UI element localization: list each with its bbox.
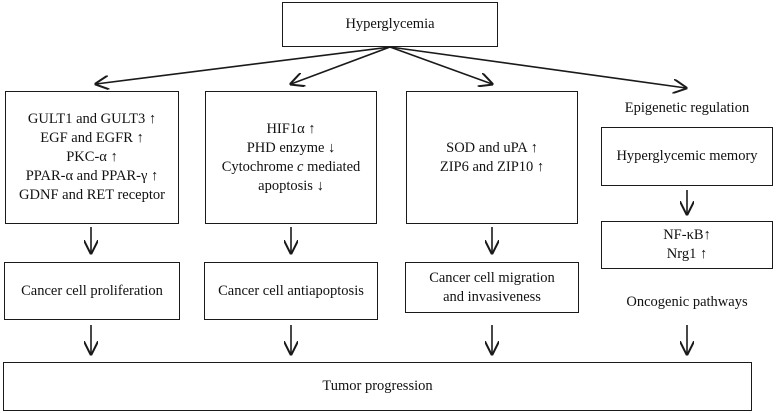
arrow-root-to-col1: [96, 46, 391, 84]
col4-factor: NF-κB↑: [663, 227, 711, 243]
hyperglycemia-label: Hyperglycemia: [345, 16, 435, 32]
col1-factors-box: GULT1 and GULT3 ↑ EGF and EGFR ↑ PKC-α ↑…: [5, 91, 179, 224]
col2-factors-box: HIF1α ↑ PHD enzyme ↓ Cytochrome c mediat…: [205, 91, 377, 224]
col2-factor: HIF1α ↑: [266, 120, 316, 137]
col4-factors-box: NF-κB↑ Nrg1 ↑: [601, 221, 773, 269]
migration-label: and invasiveness: [443, 288, 541, 305]
col1-factor: PKC-α ↑: [66, 149, 118, 165]
migration-label: Cancer cell migration: [429, 269, 555, 286]
oncogenic-pathways-label: Oncogenic pathways: [626, 294, 748, 310]
col3-factor: ZIP6 and ZIP10 ↑: [439, 158, 545, 175]
col1-factor: EGF and EGFR ↑: [40, 130, 144, 146]
col3-factor: SOD and uPA ↑: [446, 139, 538, 156]
tumor-progression-label: Tumor progression: [322, 378, 433, 394]
hyperglycemic-memory-label: Hyperglycemic memory: [616, 148, 758, 164]
arrow-root-to-col4: [389, 46, 686, 88]
col2-factor: PHD enzyme ↓: [246, 139, 336, 156]
proliferation-label: Cancer cell proliferation: [21, 282, 163, 299]
col3-factors-box: SOD and uPA ↑ ZIP6 and ZIP10 ↑: [406, 91, 578, 224]
hyperglycemia-box: Hyperglycemia: [282, 2, 498, 47]
proliferation-box: Cancer cell proliferation: [4, 262, 180, 320]
hyperglycemic-memory-box: Hyperglycemic memory: [601, 127, 773, 186]
migration-box: Cancer cell migration and invasiveness: [405, 262, 579, 313]
arrow-root-to-col2: [291, 46, 391, 84]
col1-factor: PPAR-α and PPAR-γ ↑: [25, 168, 159, 184]
antiapoptosis-box: Cancer cell antiapoptosis: [204, 262, 378, 320]
col1-factor: GDNF and RET receptor: [19, 187, 165, 203]
epigenetic-regulation-label: Epigenetic regulation: [624, 100, 750, 116]
col2-factor: apoptosis ↓: [258, 177, 324, 194]
arrow-root-to-col3: [389, 46, 492, 84]
tumor-progression-box: Tumor progression: [3, 362, 752, 411]
col2-factor: Cytochrome c mediated: [221, 158, 361, 175]
col4-factor: Nrg1 ↑: [666, 246, 708, 262]
col1-factor: GULT1 and GULT3 ↑: [27, 111, 157, 127]
antiapoptosis-label: Cancer cell antiapoptosis: [218, 282, 364, 299]
